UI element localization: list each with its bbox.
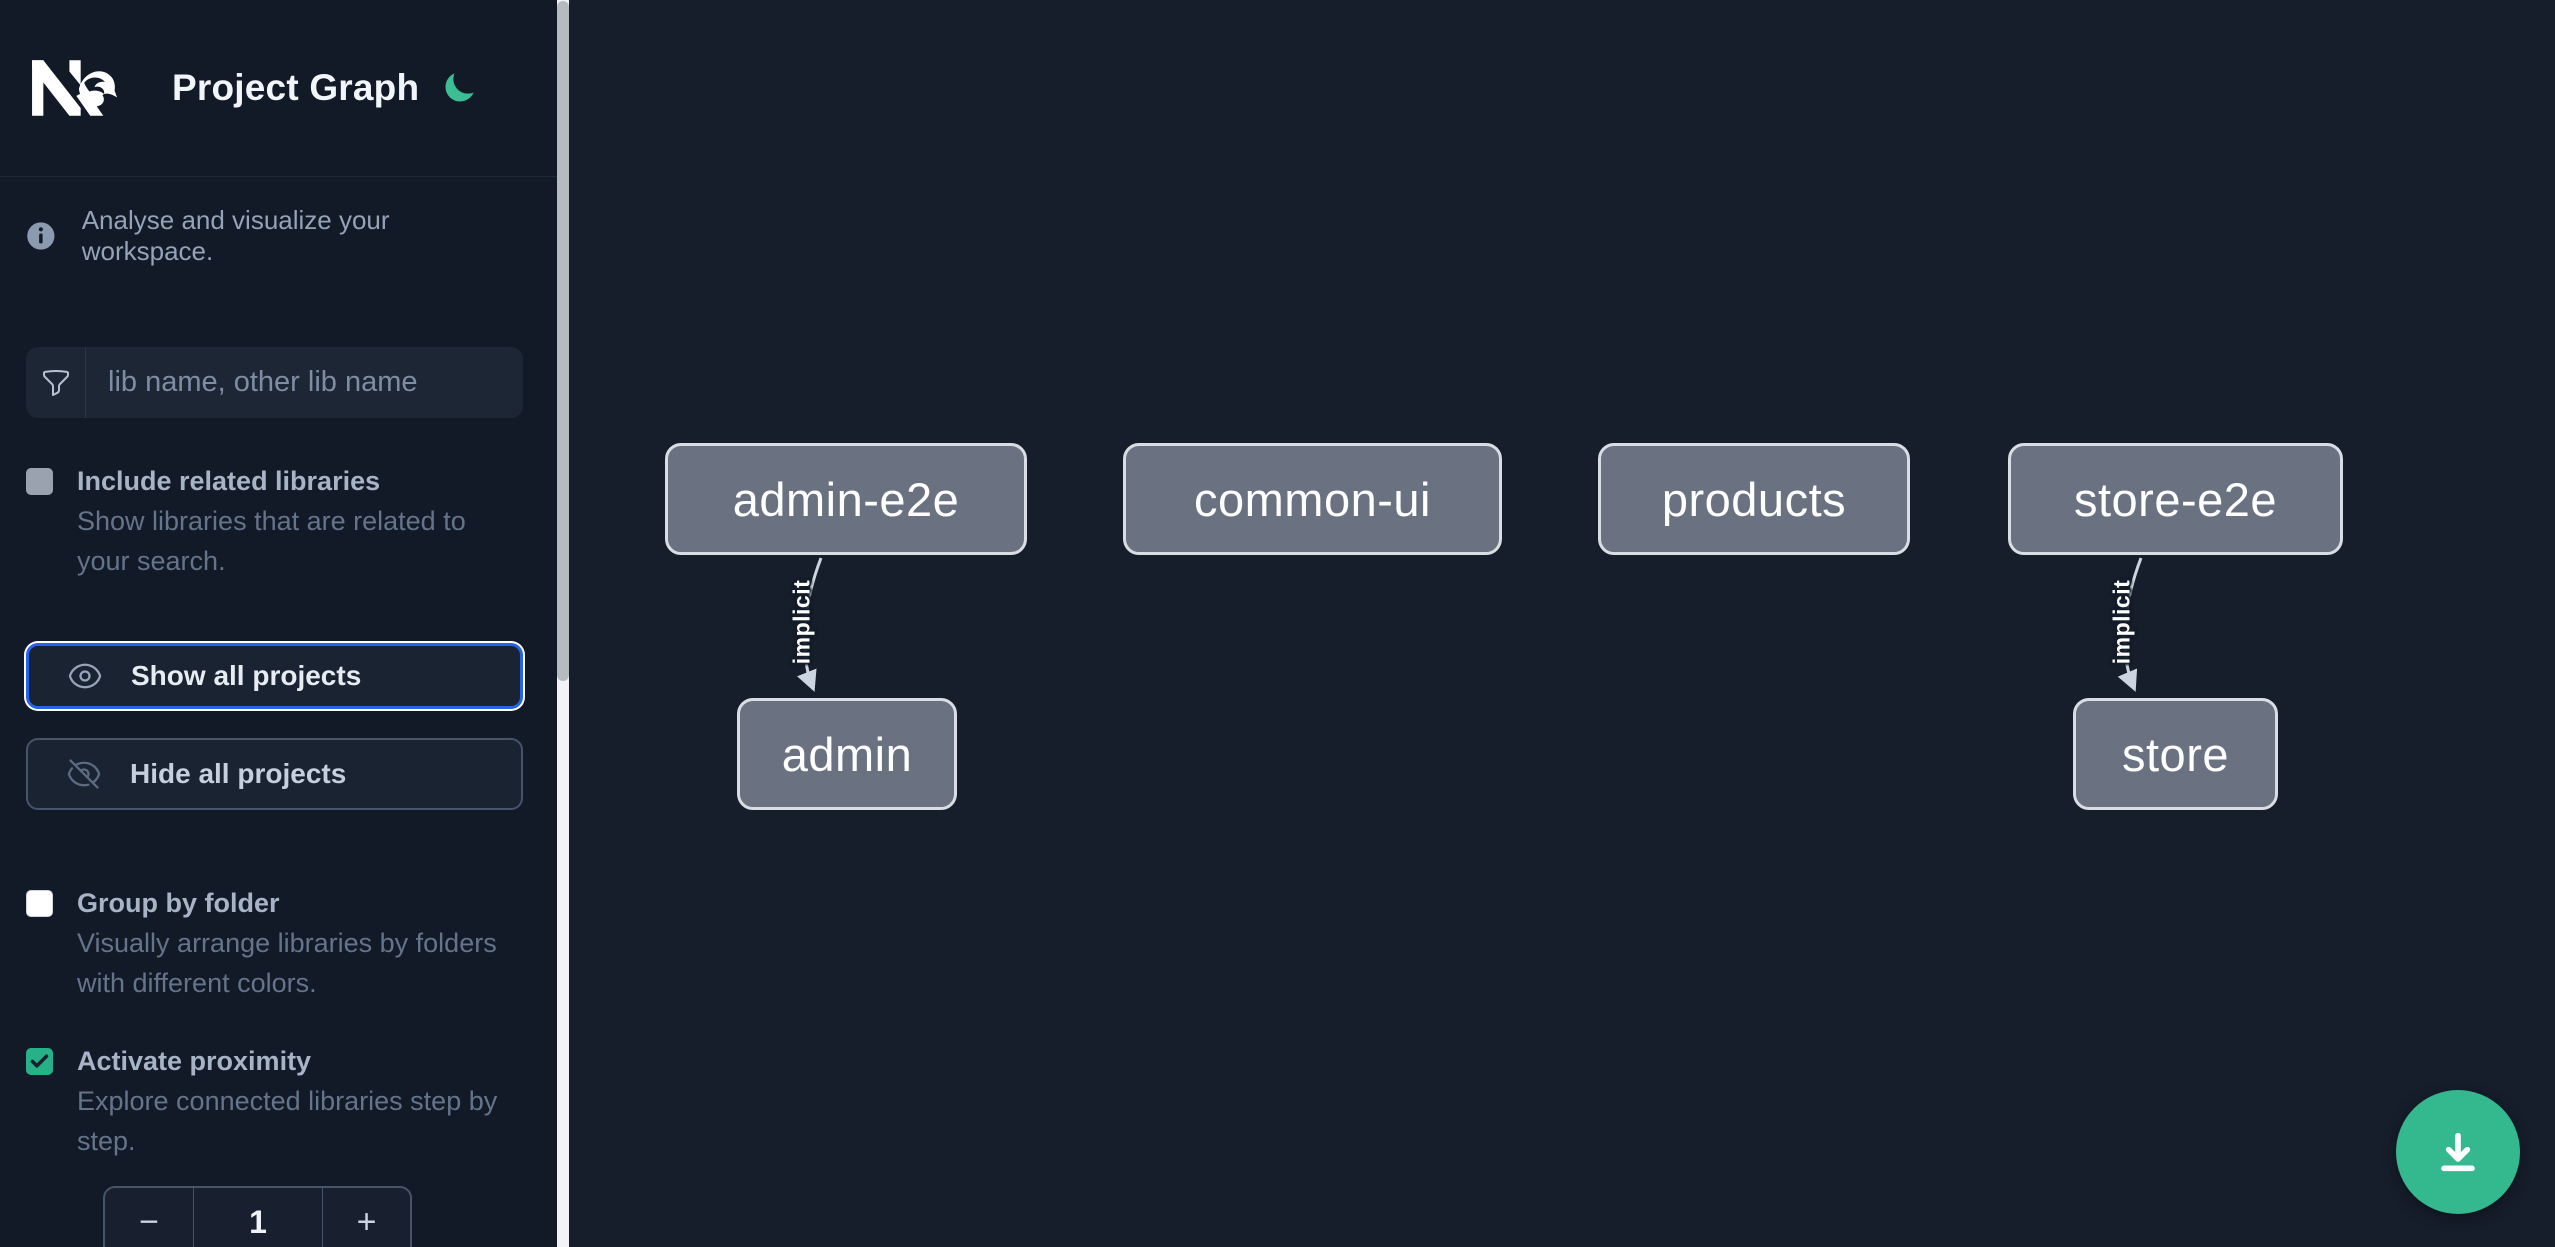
group-by-folder-label[interactable]: Group by folder	[77, 888, 280, 918]
nx-logo-icon	[32, 60, 118, 116]
include-related-checkbox[interactable]	[26, 468, 53, 495]
option-group-by-folder: Group by folder Visually arrange librari…	[26, 883, 524, 1003]
graph-node-store-e2e[interactable]: store-e2e	[2008, 443, 2343, 555]
dependency-edges-layer	[797, 557, 2143, 692]
edge-store-e2e-to-store[interactable]	[2117, 557, 2143, 692]
check-icon	[30, 1054, 49, 1068]
proximity-decrement-button[interactable]: −	[105, 1188, 194, 1247]
show-all-projects-button[interactable]: Show all projects	[26, 643, 523, 709]
proximity-depth-value: 1	[249, 1204, 267, 1240]
group-by-folder-description: Visually arrange libraries by folders wi…	[77, 928, 497, 998]
include-related-description: Show libraries that are related to your …	[77, 506, 466, 576]
info-icon	[27, 222, 55, 250]
moon-icon	[445, 73, 474, 102]
activate-proximity-description: Explore connected libraries step by step…	[77, 1086, 498, 1156]
hide-all-projects-button[interactable]: Hide all projects	[26, 738, 523, 810]
workspace-info-text: Analyse and visualize your workspace.	[81, 205, 390, 266]
edge-admin-e2e-to-admin[interactable]	[797, 557, 823, 692]
eye-off-icon	[67, 759, 101, 789]
show-all-projects-label: Show all projects	[131, 660, 362, 691]
graph-node-store[interactable]: store	[2073, 698, 2278, 810]
sidebar-scrollbar-track[interactable]	[557, 0, 569, 1247]
eye-icon	[68, 663, 102, 689]
download-icon	[2441, 1132, 2475, 1172]
proximity-increment-button[interactable]: +	[322, 1188, 410, 1247]
sidebar-scrollbar-thumb[interactable]	[557, 1, 569, 681]
activate-proximity-checkbox[interactable]	[26, 1048, 53, 1075]
sidebar-header: Project Graph	[0, 0, 557, 177]
include-related-label[interactable]: Include related libraries	[77, 466, 381, 496]
group-by-folder-checkbox[interactable]	[26, 890, 53, 917]
page-title: Project Graph	[172, 67, 420, 108]
download-graph-button[interactable]	[2396, 1090, 2520, 1214]
filter-projects-input[interactable]	[86, 347, 523, 418]
graph-node-admin[interactable]: admin	[737, 698, 957, 810]
workspace-info: Analyse and visualize your workspace.	[26, 205, 524, 267]
graph-node-common-ui[interactable]: common-ui	[1123, 443, 1502, 555]
activate-proximity-label[interactable]: Activate proximity	[77, 1046, 312, 1076]
hide-all-projects-label: Hide all projects	[130, 758, 347, 789]
search-box	[26, 347, 523, 418]
funnel-icon	[26, 347, 86, 418]
option-include-related: Include related libraries Show libraries…	[26, 461, 524, 581]
project-graph-canvas[interactable]: implicit implicit admin-e2e common-ui pr…	[569, 0, 2555, 1247]
graph-node-admin-e2e[interactable]: admin-e2e	[665, 443, 1027, 555]
sidebar: Project Graph Analyse and visualize your…	[0, 0, 557, 1247]
option-activate-proximity: Activate proximity Explore connected lib…	[26, 1041, 524, 1161]
theme-toggle-button[interactable]	[439, 68, 479, 108]
graph-node-products[interactable]: products	[1598, 443, 1910, 555]
proximity-depth-stepper: − 1 +	[103, 1186, 412, 1247]
